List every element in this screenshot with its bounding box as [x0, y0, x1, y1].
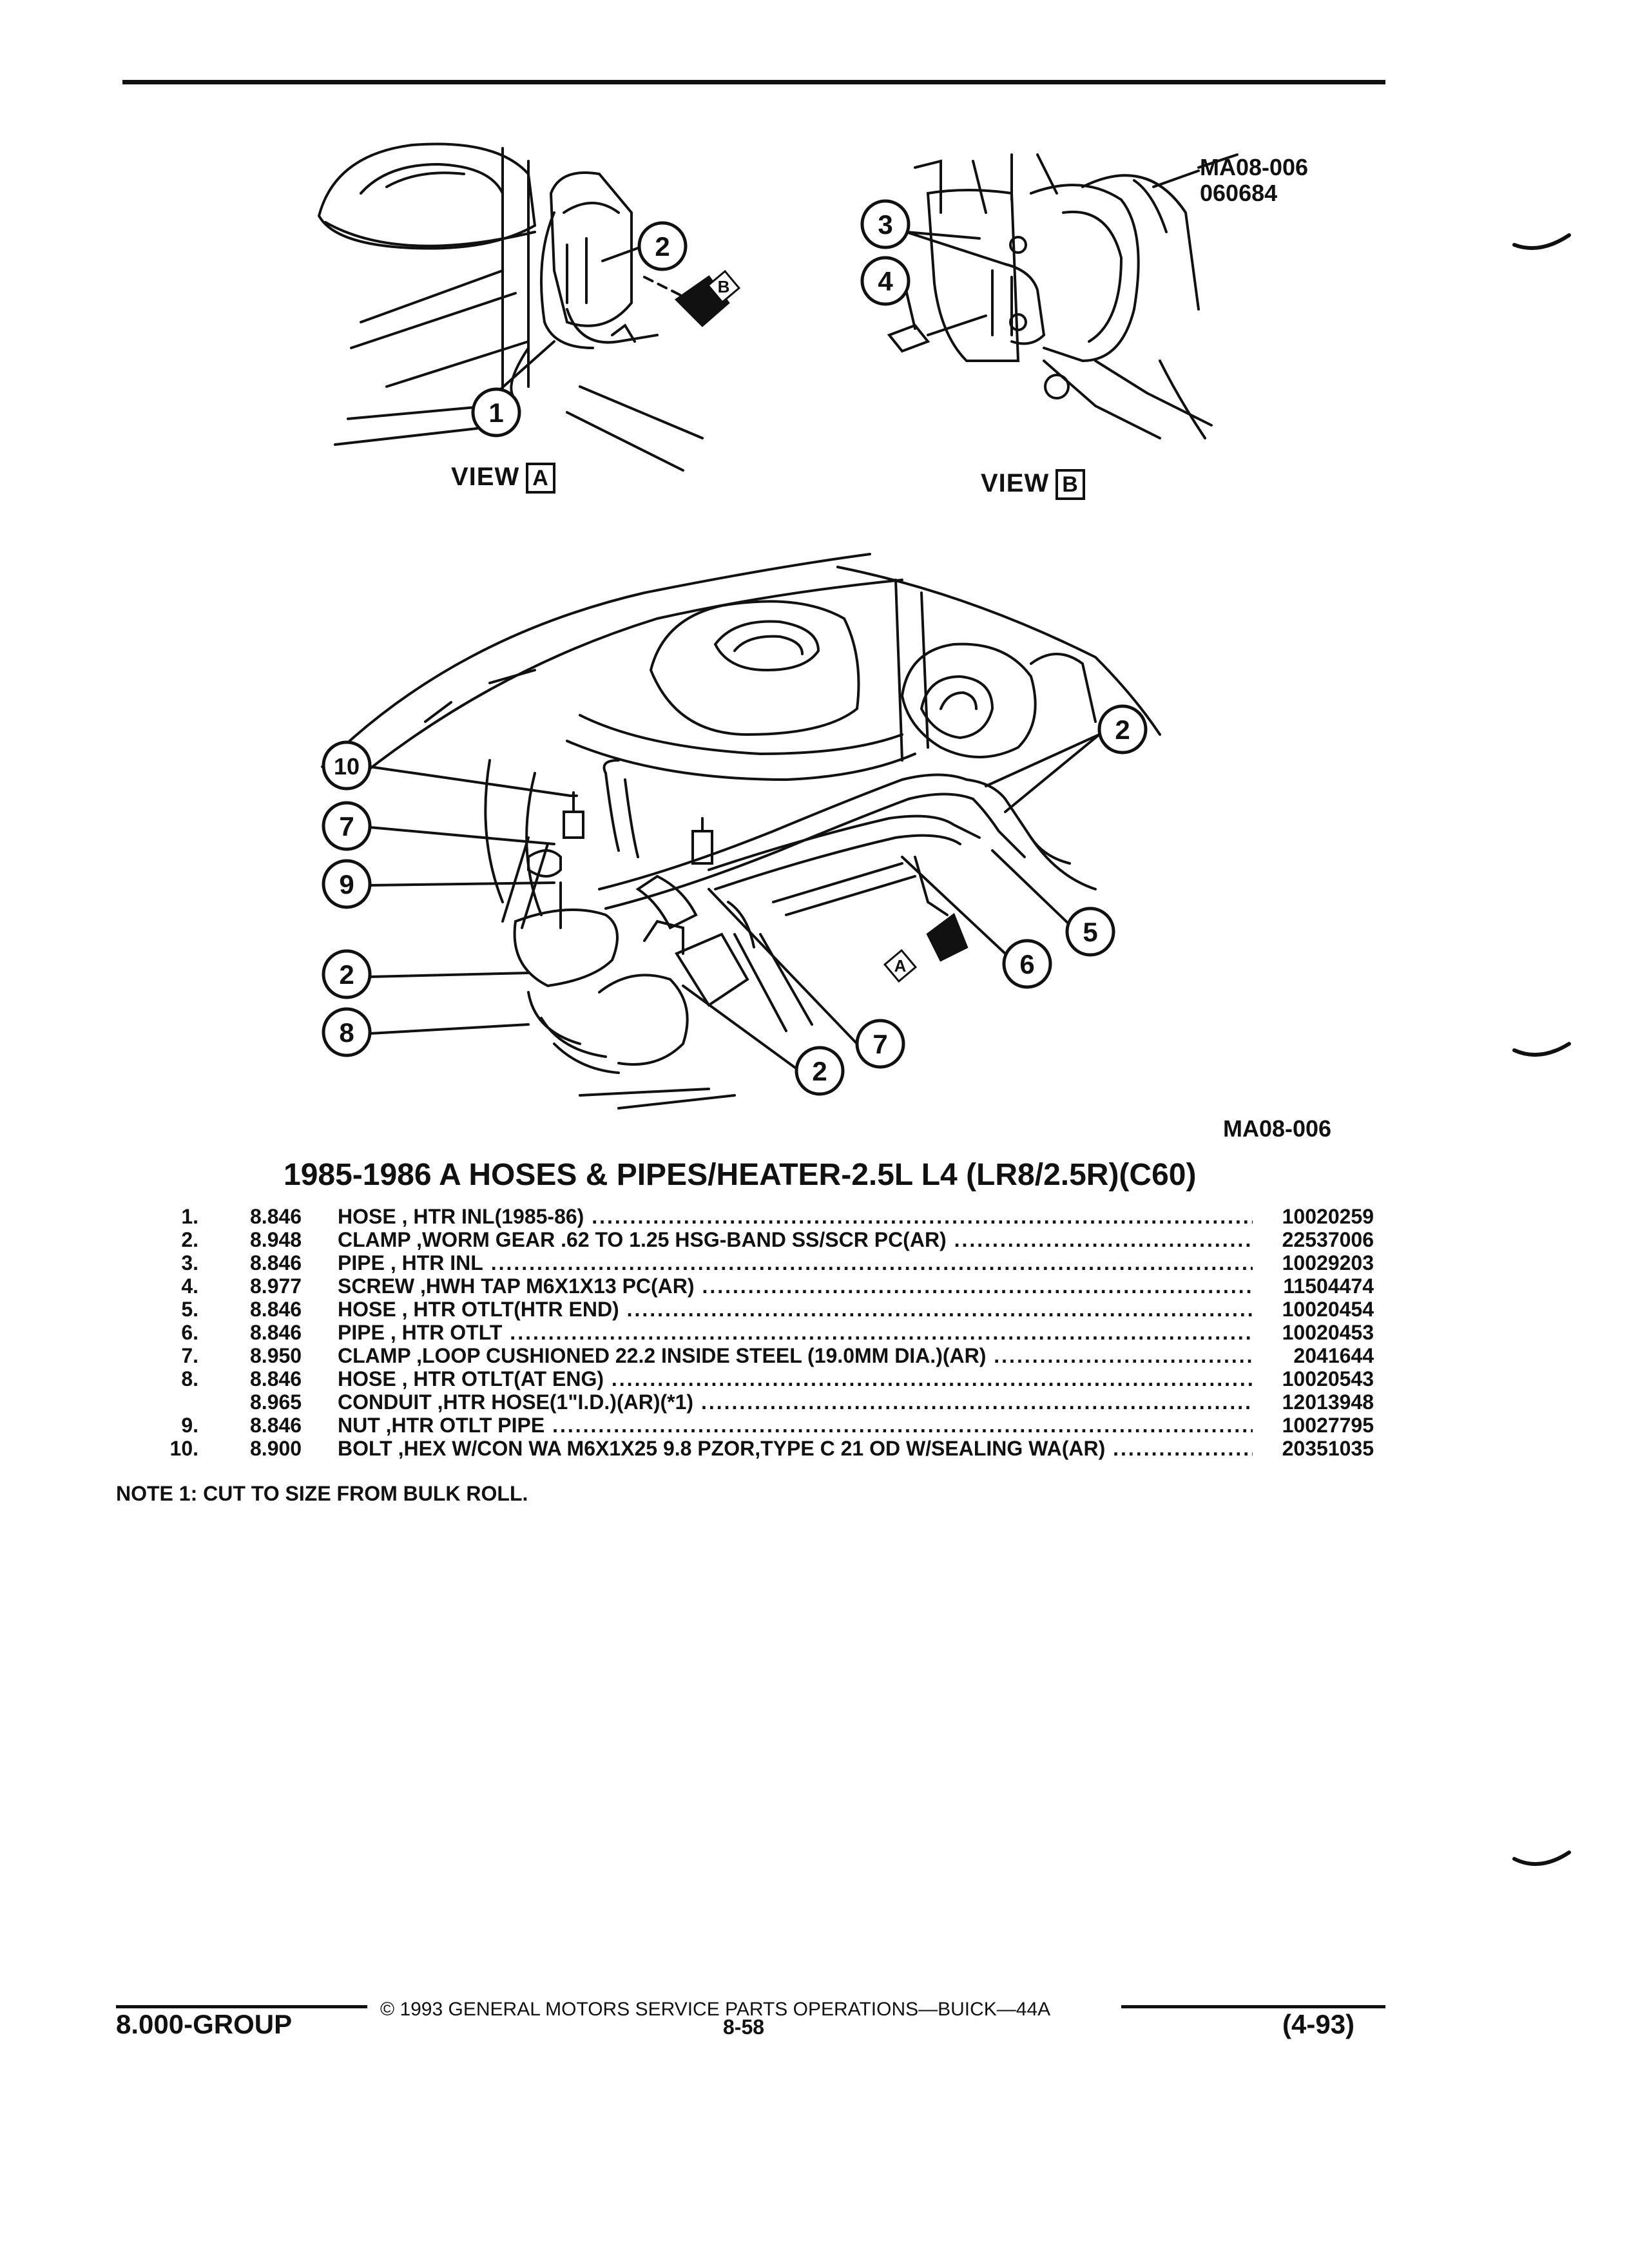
figure-code-bottom: MA08-006	[1223, 1115, 1332, 1142]
callout-2-right: 2	[1097, 704, 1148, 754]
view-a-illustration	[317, 142, 704, 472]
view-a-label: VIEW	[451, 463, 520, 491]
footer-page-number: 8-58	[723, 2015, 765, 2039]
callout-8: 8	[322, 1007, 372, 1057]
footnote: NOTE 1: CUT TO SIZE FROM BULK ROLL.	[116, 1482, 528, 1505]
callout-7-bottom: 7	[855, 1019, 905, 1069]
margin-marks	[1512, 233, 1571, 1866]
svg-text:2: 2	[655, 231, 670, 262]
footer-date: (4-93)	[1282, 2009, 1355, 2039]
footer-copyright: © 1993 GENERAL MOTORS SERVICE PARTS OPER…	[380, 1999, 1051, 2020]
callout-9: 9	[322, 859, 372, 909]
callout-2-view-a: 2	[637, 221, 688, 271]
callout-2-left: 2	[322, 949, 372, 999]
svg-text:9: 9	[339, 869, 354, 899]
svg-text:8: 8	[339, 1017, 354, 1048]
svg-text:5: 5	[1083, 917, 1097, 947]
svg-text:1: 1	[488, 398, 503, 428]
callout-1-view-a: 1	[471, 387, 521, 437]
callout-4-view-b: 4	[860, 256, 911, 306]
svg-text:2: 2	[812, 1056, 827, 1086]
arrow-a	[926, 912, 969, 962]
callout-5: 5	[1065, 907, 1115, 957]
section-title: 1985-1986 A HOSES & PIPES/HEATER-2.5L L4…	[284, 1158, 1197, 1192]
svg-text:7: 7	[339, 811, 354, 841]
arrow-b-letter: B	[718, 277, 730, 296]
svg-text:7: 7	[872, 1029, 887, 1059]
svg-text:2: 2	[339, 959, 354, 990]
callout-6: 6	[1002, 939, 1052, 989]
view-b-label: VIEW	[981, 469, 1050, 497]
view-b-illustration	[887, 153, 1239, 439]
svg-text:10: 10	[334, 753, 360, 780]
svg-text:2: 2	[1115, 715, 1130, 745]
top-rule	[122, 80, 1385, 84]
footer-rule-left	[116, 2005, 367, 2008]
callout-3-view-b: 3	[860, 199, 911, 249]
svg-text:6: 6	[1019, 949, 1034, 979]
svg-text:3: 3	[878, 209, 892, 240]
arrow-a-letter: A	[894, 956, 907, 975]
view-a-box: A	[526, 463, 555, 494]
main-illustration	[321, 553, 1161, 1110]
callout-2-bottom: 2	[795, 1046, 845, 1096]
callout-7-left: 7	[322, 801, 372, 851]
parts-diagram: 2 1 3 4 10 7 9 2 8 2 5 6 7 2 B A	[317, 142, 1239, 1110]
callout-10: 10	[322, 740, 372, 791]
footer-group: 8.000-GROUP	[116, 2009, 293, 2039]
figure-code-top: MA08-006 060684	[1200, 154, 1309, 206]
svg-text:4: 4	[878, 266, 893, 296]
footer-rule-right	[1121, 2005, 1385, 2008]
view-b-box: B	[1055, 469, 1085, 500]
